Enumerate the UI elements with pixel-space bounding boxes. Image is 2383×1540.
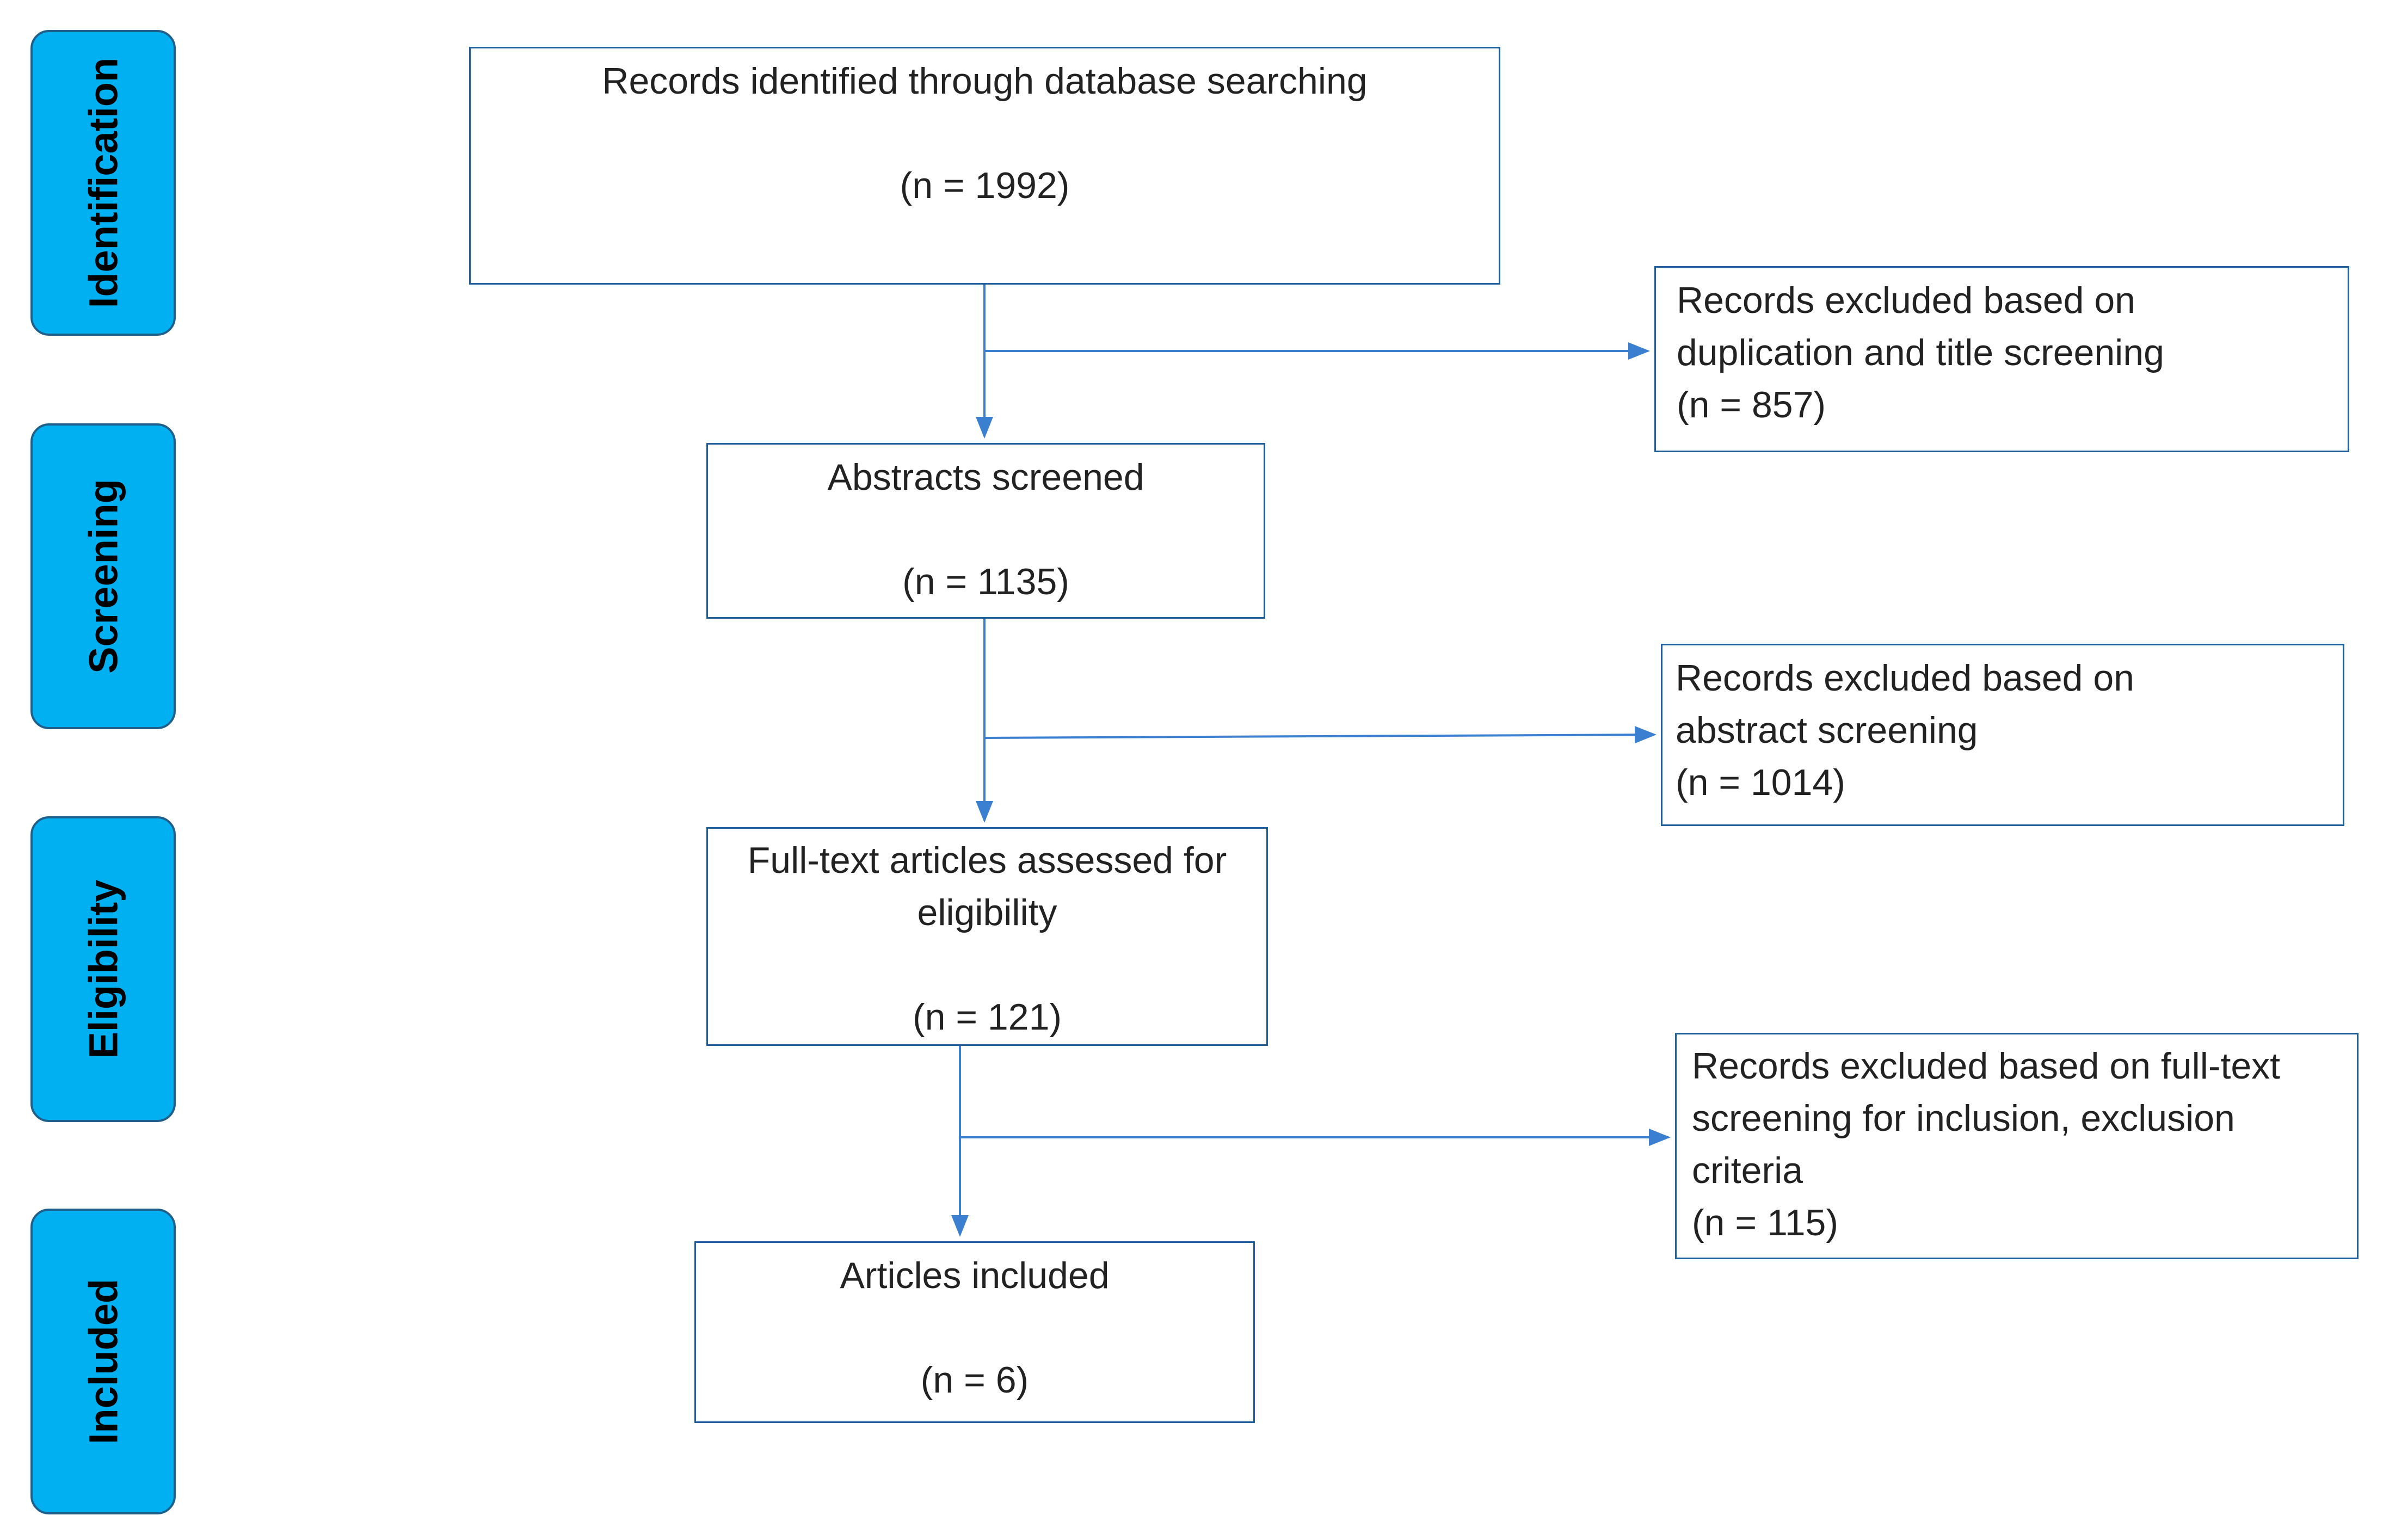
excluded-abstract-count: (n = 1014) (1676, 762, 1845, 803)
excluded-fulltext-line1: Records excluded based on full-text (1692, 1045, 2281, 1087)
fulltext-assessed-count: (n = 121) (912, 996, 1062, 1038)
abstracts-screened-count: (n = 1135) (902, 561, 1069, 602)
excluded-fulltext-line3: criteria (1692, 1150, 1803, 1191)
excluded-abstract-screening-box: Records excluded based on abstract scree… (1661, 644, 2344, 826)
articles-included-box: Articles included (n = 6) (694, 1241, 1255, 1423)
excluded-title-screening-box: Records excluded based on duplication an… (1654, 266, 2349, 452)
excluded-title-line1: Records excluded based on (1677, 280, 2135, 321)
fulltext-assessed-title-line2: eligibility (917, 892, 1057, 933)
excluded-fulltext-count: (n = 115) (1692, 1202, 1839, 1243)
articles-included-title: Articles included (840, 1255, 1110, 1296)
excluded-fulltext-screening-box: Records excluded based on full-text scre… (1675, 1033, 2359, 1259)
excluded-title-line2: duplication and title screening (1677, 332, 2164, 373)
fulltext-assessed-title-line1: Full-text articles assessed for (747, 840, 1227, 881)
articles-included-count: (n = 6) (920, 1359, 1029, 1401)
excluded-title-count: (n = 857) (1677, 384, 1826, 426)
abstracts-screened-title: Abstracts screened (827, 457, 1144, 498)
phase-included: Included (30, 1209, 176, 1514)
excluded-fulltext-line2: screening for inclusion, exclusion (1692, 1098, 2235, 1139)
abstracts-screened-box: Abstracts screened (n = 1135) (706, 443, 1265, 619)
phase-screening: Screening (30, 423, 176, 729)
excluded-abstract-line2: abstract screening (1676, 710, 1978, 751)
excluded-abstract-line1: Records excluded based on (1676, 657, 2134, 699)
identified-records-count: (n = 1992) (900, 165, 1070, 206)
identified-records-box: Records identified through database sear… (469, 47, 1500, 285)
arrow-to-excluded-abstract (984, 726, 1657, 744)
phase-identification: Identification (30, 30, 176, 336)
phase-eligibility: Eligibility (30, 816, 176, 1122)
identified-records-title: Records identified through database sear… (602, 60, 1368, 102)
fulltext-assessed-box: Full-text articles assessed for eligibil… (706, 827, 1268, 1046)
